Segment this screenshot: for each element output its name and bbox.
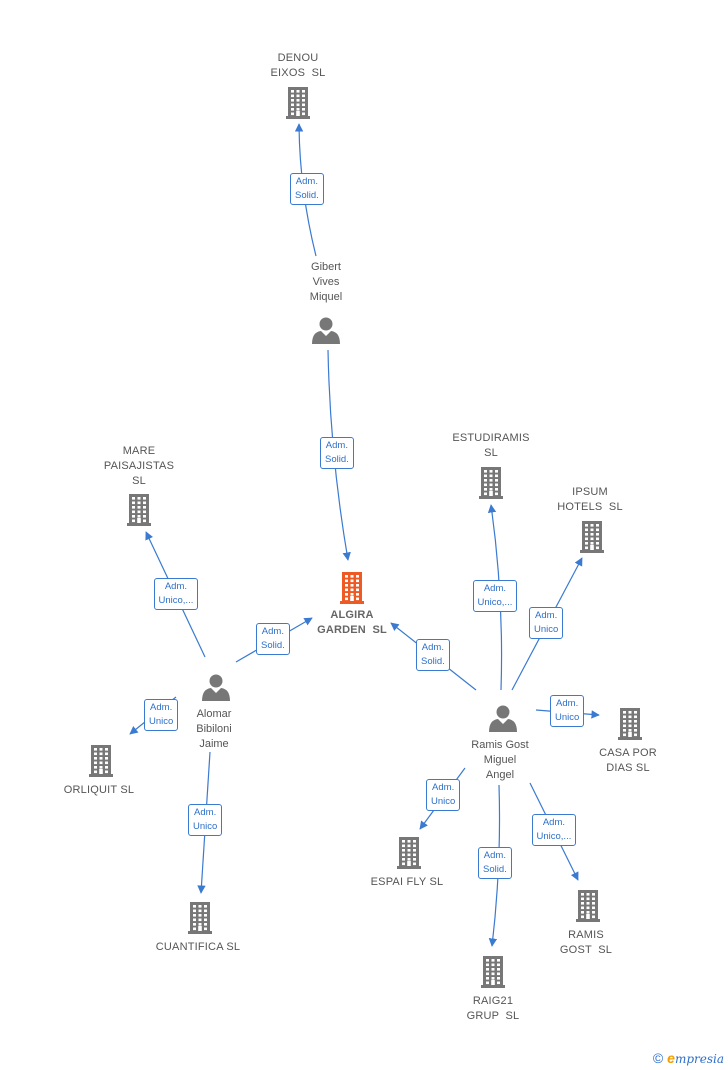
edge-label-alomar-to-cuantifica[interactable]: Adm. Unico [188, 804, 223, 836]
node-label-algira[interactable]: ALGIRA GARDEN SL [317, 609, 387, 636]
node-label-denou[interactable]: DENOU EIXOS SL [270, 52, 326, 79]
building-icon-cuantifica[interactable] [188, 902, 212, 934]
node-label-ramis[interactable]: Ramis Gost Miguel Angel [471, 739, 529, 781]
building-icon-mare[interactable] [127, 494, 151, 526]
person-icon-alomar[interactable] [202, 674, 230, 702]
edge-label-ramis-to-algira[interactable]: Adm. Solid. [416, 639, 450, 671]
person-icon-gibert[interactable] [312, 317, 340, 345]
node-label-espai[interactable]: ESPAI FLY SL [370, 876, 444, 888]
edge-label-ramis-to-espai[interactable]: Adm. Unico [426, 779, 461, 811]
brand-initial: e [667, 1050, 675, 1066]
brand-name: mpresia [674, 1052, 724, 1066]
empresia-credit[interactable]: ©empresia [653, 1050, 724, 1066]
node-label-estudiramis[interactable]: ESTUDIRAMIS SL [452, 432, 530, 459]
person-icon-ramis[interactable] [489, 705, 517, 733]
node-label-gibert[interactable]: Gibert Vives Miquel [309, 261, 343, 303]
edge-label-ramis-to-estudiramis[interactable]: Adm. Unico,... [472, 580, 518, 612]
building-icon-denou[interactable] [286, 87, 310, 119]
edge-label-alomar-to-orliquit[interactable]: Adm. Unico [144, 699, 179, 731]
node-label-ipsum[interactable]: IPSUM HOTELS SL [557, 486, 623, 513]
building-icon-raig21[interactable] [481, 956, 505, 988]
building-icon-estudiramis[interactable] [479, 467, 503, 499]
edge-label-alomar-to-algira[interactable]: Adm. Solid. [256, 623, 290, 655]
edge-label-ramis-to-raig21[interactable]: Adm. Solid. [478, 847, 512, 879]
edge-label-alomar-to-mare[interactable]: Adm. Unico,... [153, 578, 199, 610]
building-icon-ipsum[interactable] [580, 521, 604, 553]
edge-label-ramis-to-ramisgost[interactable]: Adm. Unico,... [531, 814, 577, 846]
node-label-cuantifica[interactable]: CUANTIFICA SL [155, 941, 241, 953]
node-label-mare[interactable]: MARE PAISAJISTAS SL [103, 445, 175, 487]
edge-label-gibert-to-algira[interactable]: Adm. Solid. [320, 437, 354, 469]
building-icon-ramisgost[interactable] [576, 890, 600, 922]
node-label-ramisgost[interactable]: RAMIS GOST SL [559, 929, 613, 956]
building-icon-casapor[interactable] [618, 708, 642, 740]
node-label-orliquit[interactable]: ORLIQUIT SL [63, 784, 135, 796]
building-icon-orliquit[interactable] [89, 745, 113, 777]
edge-label-ramis-to-casapor[interactable]: Adm. Unico [550, 695, 585, 727]
node-label-casapor[interactable]: CASA POR DIAS SL [599, 747, 657, 774]
edge-label-gibert-to-denou[interactable]: Adm. Solid. [290, 173, 324, 205]
edge-label-ramis-to-ipsum[interactable]: Adm. Unico [529, 607, 564, 639]
copyright-icon: © [652, 1050, 664, 1066]
node-label-alomar[interactable]: Alomar Bibiloni Jaime [196, 708, 232, 750]
building-icon-algira[interactable] [340, 572, 364, 604]
building-icon-espai[interactable] [397, 837, 421, 869]
node-label-raig21[interactable]: RAIG21 GRUP SL [466, 995, 520, 1022]
